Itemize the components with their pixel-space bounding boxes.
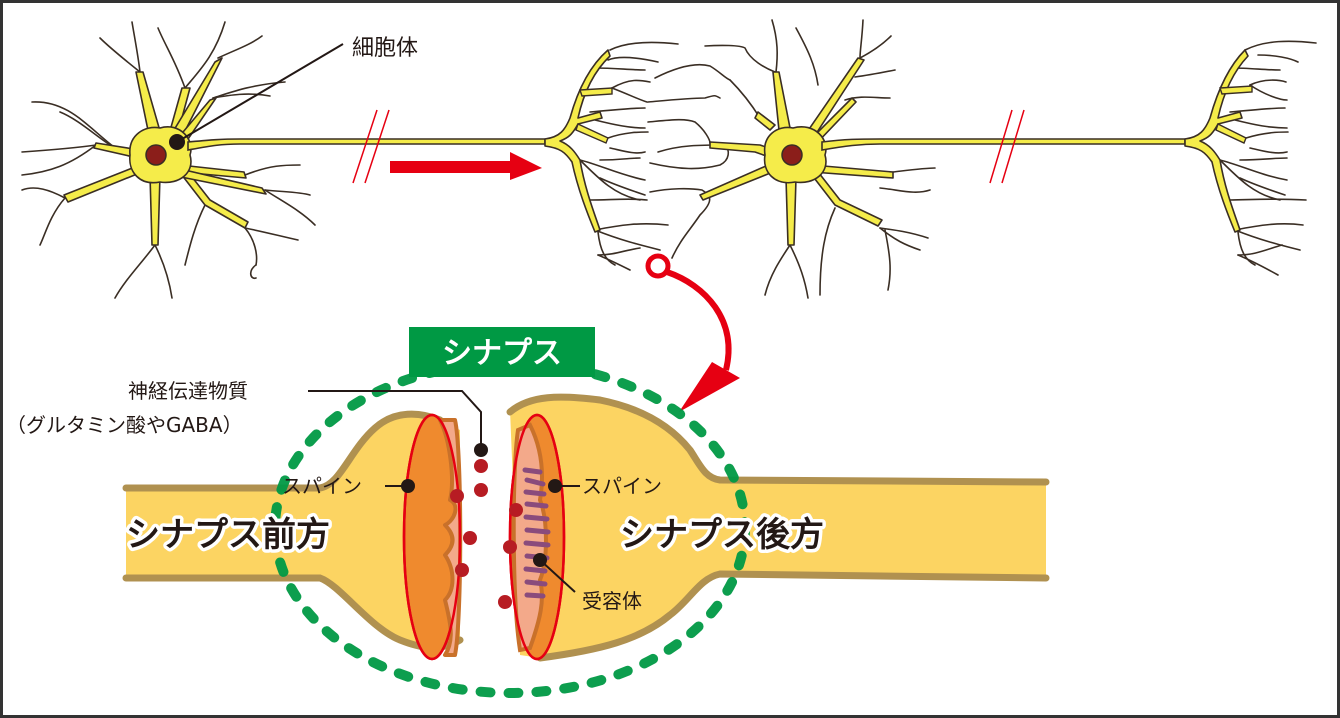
neuron-2-dendrites xyxy=(647,19,936,299)
spine-right-label: スパイン xyxy=(582,474,662,498)
vesicle xyxy=(498,595,512,609)
receptor-stripes xyxy=(522,467,551,599)
zoom-callout-curved-arrow-icon xyxy=(666,269,740,412)
presynaptic-terminal xyxy=(126,414,460,648)
neuron-1-primary-dendrites xyxy=(63,57,267,246)
vesicle xyxy=(455,563,469,577)
spine-left-label: スパイン xyxy=(282,474,362,498)
receptor-label: 受容体 xyxy=(582,589,642,613)
postsynaptic-terminal xyxy=(510,397,1046,658)
neuron-1: 細胞体 xyxy=(21,21,679,299)
vesicle xyxy=(463,531,477,545)
vesicle xyxy=(509,503,523,517)
neurotransmitter-pointer-dot xyxy=(474,443,488,457)
presynaptic-spine xyxy=(402,413,463,661)
vesicle xyxy=(474,459,488,473)
axon-break-1-double-slash-icon xyxy=(352,109,390,184)
axon-terminal-2 xyxy=(1184,40,1317,276)
spine-right-pointer-dot xyxy=(548,479,562,493)
postsynaptic-spine xyxy=(508,413,566,661)
neuron-2-primary-dendrites xyxy=(699,57,894,246)
presynaptic-label: シナプス前方 xyxy=(126,515,330,555)
neuron-1-nucleus xyxy=(145,144,167,166)
postsynaptic-label: シナプス後方 xyxy=(620,515,824,555)
spine-left-pointer-dot xyxy=(401,479,415,493)
vesicle xyxy=(503,540,517,554)
neurotransmitter-label-line2: （グルタミン酸やGABA） xyxy=(6,413,243,437)
cell-body-leader-line xyxy=(176,43,344,143)
neuron-2 xyxy=(647,19,1317,299)
vesicle xyxy=(474,483,488,497)
neuron-2-nucleus xyxy=(781,144,803,166)
synapse-zoom-target-circle xyxy=(645,253,671,279)
synapse-label-badge: シナプス xyxy=(409,327,595,377)
neurotransmitter-vesicles xyxy=(450,459,523,609)
vesicle xyxy=(450,489,464,503)
axon-terminal-1 xyxy=(544,41,679,271)
cell-body-label: 細胞体 xyxy=(352,36,418,61)
neurotransmitter-leader-line xyxy=(308,390,482,450)
signal-direction-right-arrow-icon xyxy=(390,152,542,180)
axon-break-2-double-slash-icon xyxy=(989,109,1025,184)
receptor-pointer-dot xyxy=(533,553,547,567)
synapse-detail: シナプス 神経伝達物質 （グルタミン酸やGABA） スパイン スパイン 受容体 … xyxy=(6,327,1050,698)
synapse-label: シナプス xyxy=(442,336,562,371)
neurotransmitter-label-line1: 神経伝達物質 xyxy=(128,379,248,403)
